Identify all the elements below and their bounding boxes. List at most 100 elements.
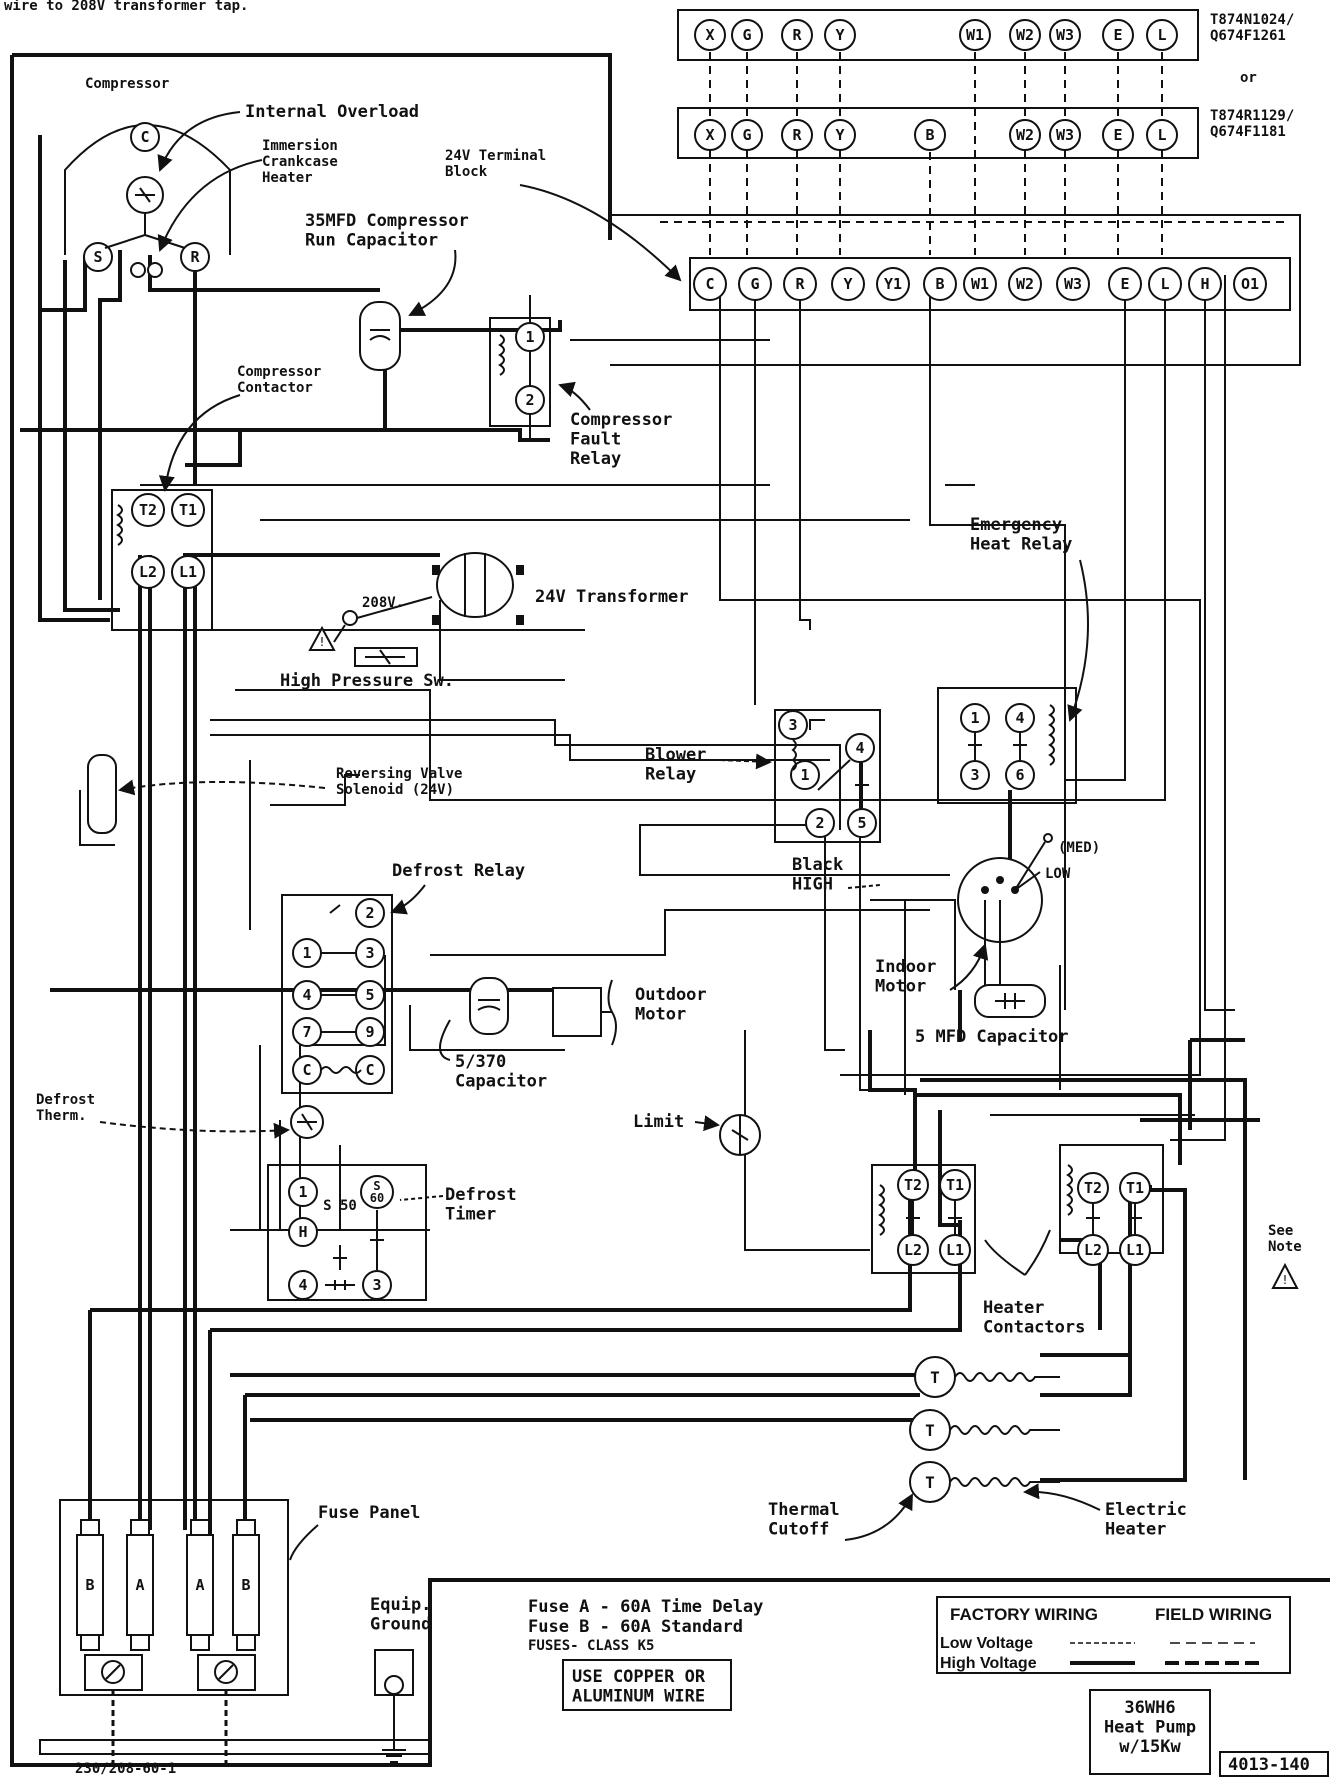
svg-text:5: 5 (857, 814, 866, 832)
svg-text:2: 2 (525, 391, 534, 409)
or-label: or (1240, 70, 1257, 86)
svg-text:A: A (135, 1576, 144, 1594)
terminal-w1: W1 (963, 267, 997, 301)
defrost-relay-pin-9: 9 (355, 1017, 385, 1047)
svg-text:L: L (1157, 126, 1166, 144)
timer-s50: S 50 (323, 1198, 357, 1214)
svg-text:L1: L1 (1126, 1241, 1144, 1259)
term-e: E (1102, 19, 1134, 51)
term-w1: W1 (959, 19, 991, 51)
term-r: R (781, 119, 813, 151)
legend-field: FIELD WIRING (1155, 1605, 1272, 1624)
svg-text:1: 1 (298, 1183, 307, 1201)
svg-text:B: B (85, 1576, 94, 1594)
terminal-o1: O1 (1233, 267, 1267, 301)
terminal-y1: Y1 (876, 267, 910, 301)
timer-pin-1: 1 (288, 1177, 318, 1207)
equip-ground: Equip.Ground (39, 1595, 431, 1763)
svg-text:E: E (1113, 26, 1122, 44)
term-w2: W2 (1009, 119, 1041, 151)
heater-a-l2: L2 (897, 1234, 929, 1266)
svg-text:L2: L2 (139, 563, 157, 581)
contactor-l1: L1 (171, 555, 205, 589)
contactor-l2: L2 (131, 555, 165, 589)
blower-pin-2: 2 (805, 808, 835, 838)
svg-text:A: A (195, 1576, 204, 1594)
compressor-term-r: R (180, 242, 210, 272)
heater-a-t1: T1 (939, 1169, 971, 1201)
low-voltage-wiring (140, 214, 1301, 1251)
supply-label: 230/208-60-1 (75, 1761, 176, 1777)
svg-text:C: C (140, 128, 149, 146)
svg-text:C: C (302, 1061, 311, 1079)
svg-text:7: 7 (302, 1023, 311, 1041)
terminal-e: E (1108, 267, 1142, 301)
transformer-tap-label: 208V. (362, 595, 404, 611)
thermal-cutoff-1: T (914, 1356, 956, 1398)
defrost-relay-pin-3: 3 (355, 938, 385, 968)
thermostat-1: X G R Y W1 W2 W3 E L T874N1024/Q674F1261 (677, 9, 1294, 61)
thermostat-2: X G R Y B W2 W3 E L T874R1129/Q674F1181 (677, 107, 1294, 159)
svg-text:4: 4 (1015, 709, 1024, 727)
svg-text:Y1: Y1 (884, 275, 902, 293)
term-e: E (1102, 119, 1134, 151)
field-wiring-dashed (660, 52, 1290, 255)
limit-label: Limit (633, 1112, 684, 1132)
terminal-w2: W2 (1008, 267, 1042, 301)
low-label: LOW (1045, 866, 1071, 882)
fuse-notes: Fuse A - 60A Time Delay Fuse B - 60A Sta… (528, 1597, 763, 1654)
header-note: wire to 208V transformer tap. (4, 0, 248, 14)
svg-text:9: 9 (365, 1023, 374, 1041)
svg-text:G: G (742, 26, 751, 44)
legend-low: Low Voltage (940, 1635, 1033, 1652)
svg-text:R: R (792, 126, 802, 144)
heater-a-t2: T2 (897, 1169, 929, 1201)
svg-text:L: L (1157, 26, 1166, 44)
emergency-pin-6: 6 (1005, 760, 1035, 790)
svg-text:1: 1 (302, 944, 311, 962)
term-w3: W3 (1049, 119, 1081, 151)
term-w3: W3 (1049, 19, 1081, 51)
svg-text:T1: T1 (946, 1176, 964, 1194)
drawing-number: 4013-140 (1219, 1751, 1329, 1777)
svg-text:S: S (93, 248, 102, 266)
thermal-cutoff-3: T (909, 1461, 951, 1503)
svg-text:H: H (1200, 275, 1209, 293)
svg-text:!: ! (1281, 1273, 1288, 1287)
fuse-b-1: B (76, 1519, 104, 1651)
heater-b-t1: T1 (1119, 1172, 1151, 1204)
terminal-w3: W3 (1056, 267, 1090, 301)
internal-overload-label: Internal Overload (245, 102, 419, 122)
svg-text:W2: W2 (1016, 126, 1034, 144)
svg-text:L1: L1 (179, 563, 197, 581)
term-b: B (914, 119, 946, 151)
svg-text:4: 4 (302, 986, 311, 1004)
term-y: Y (824, 19, 856, 51)
fault-relay-pin-2: 2 (515, 385, 545, 415)
contactor-t1: T1 (171, 493, 205, 527)
svg-text:B: B (935, 275, 944, 293)
svg-text:T1: T1 (179, 501, 197, 519)
heater-b-l2: L2 (1077, 1234, 1109, 1266)
term-x: X (694, 19, 726, 51)
thermostat-1-terminals: X G R Y W1 W2 W3 E L (694, 19, 1178, 51)
blower-pin-4: 4 (845, 733, 875, 763)
fuse-b-4: B (232, 1519, 260, 1651)
defrost-relay-label: Defrost Relay (392, 861, 525, 881)
svg-text:W3: W3 (1056, 26, 1074, 44)
